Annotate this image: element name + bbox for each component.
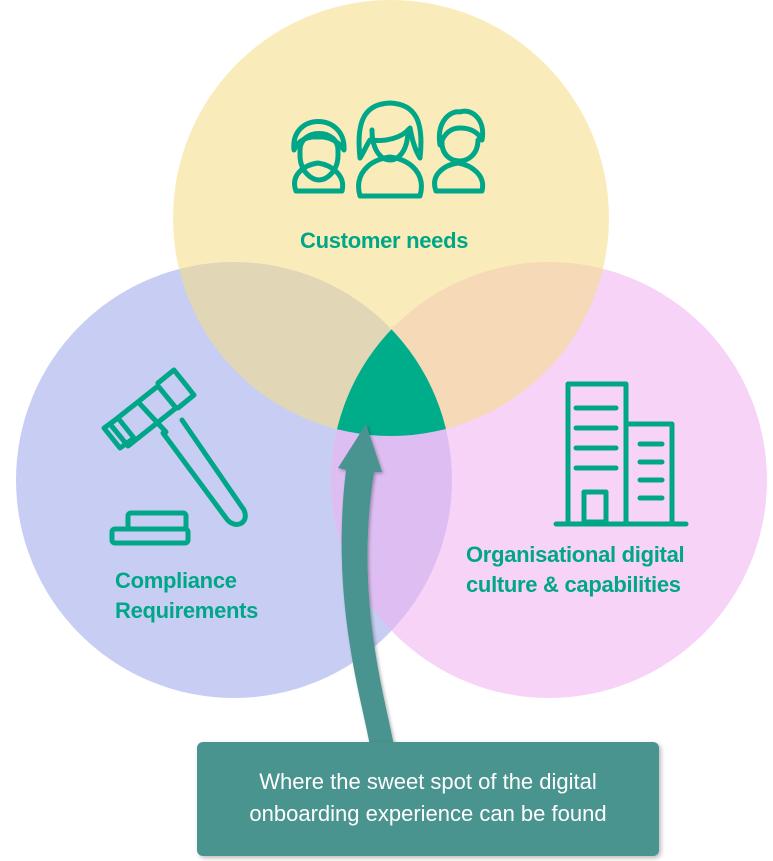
sweet-spot-callout: Where the sweet spot of the digital onbo… (197, 742, 659, 856)
circle-customer (173, 0, 609, 436)
customer-needs-label: Customer needs (300, 228, 469, 253)
compliance-requirements-label: Compliance Requirements (115, 568, 259, 623)
gavel-icon (101, 367, 248, 546)
pointer-arrow (338, 424, 394, 746)
office-buildings-icon (553, 381, 689, 527)
organisational-culture-label: Organisational digital culture & capabil… (466, 542, 685, 597)
people-icon (291, 100, 486, 199)
callout-line-2: onboarding experience can be found (249, 801, 607, 826)
callout-line-1: Where the sweet spot of the digital (259, 769, 597, 794)
